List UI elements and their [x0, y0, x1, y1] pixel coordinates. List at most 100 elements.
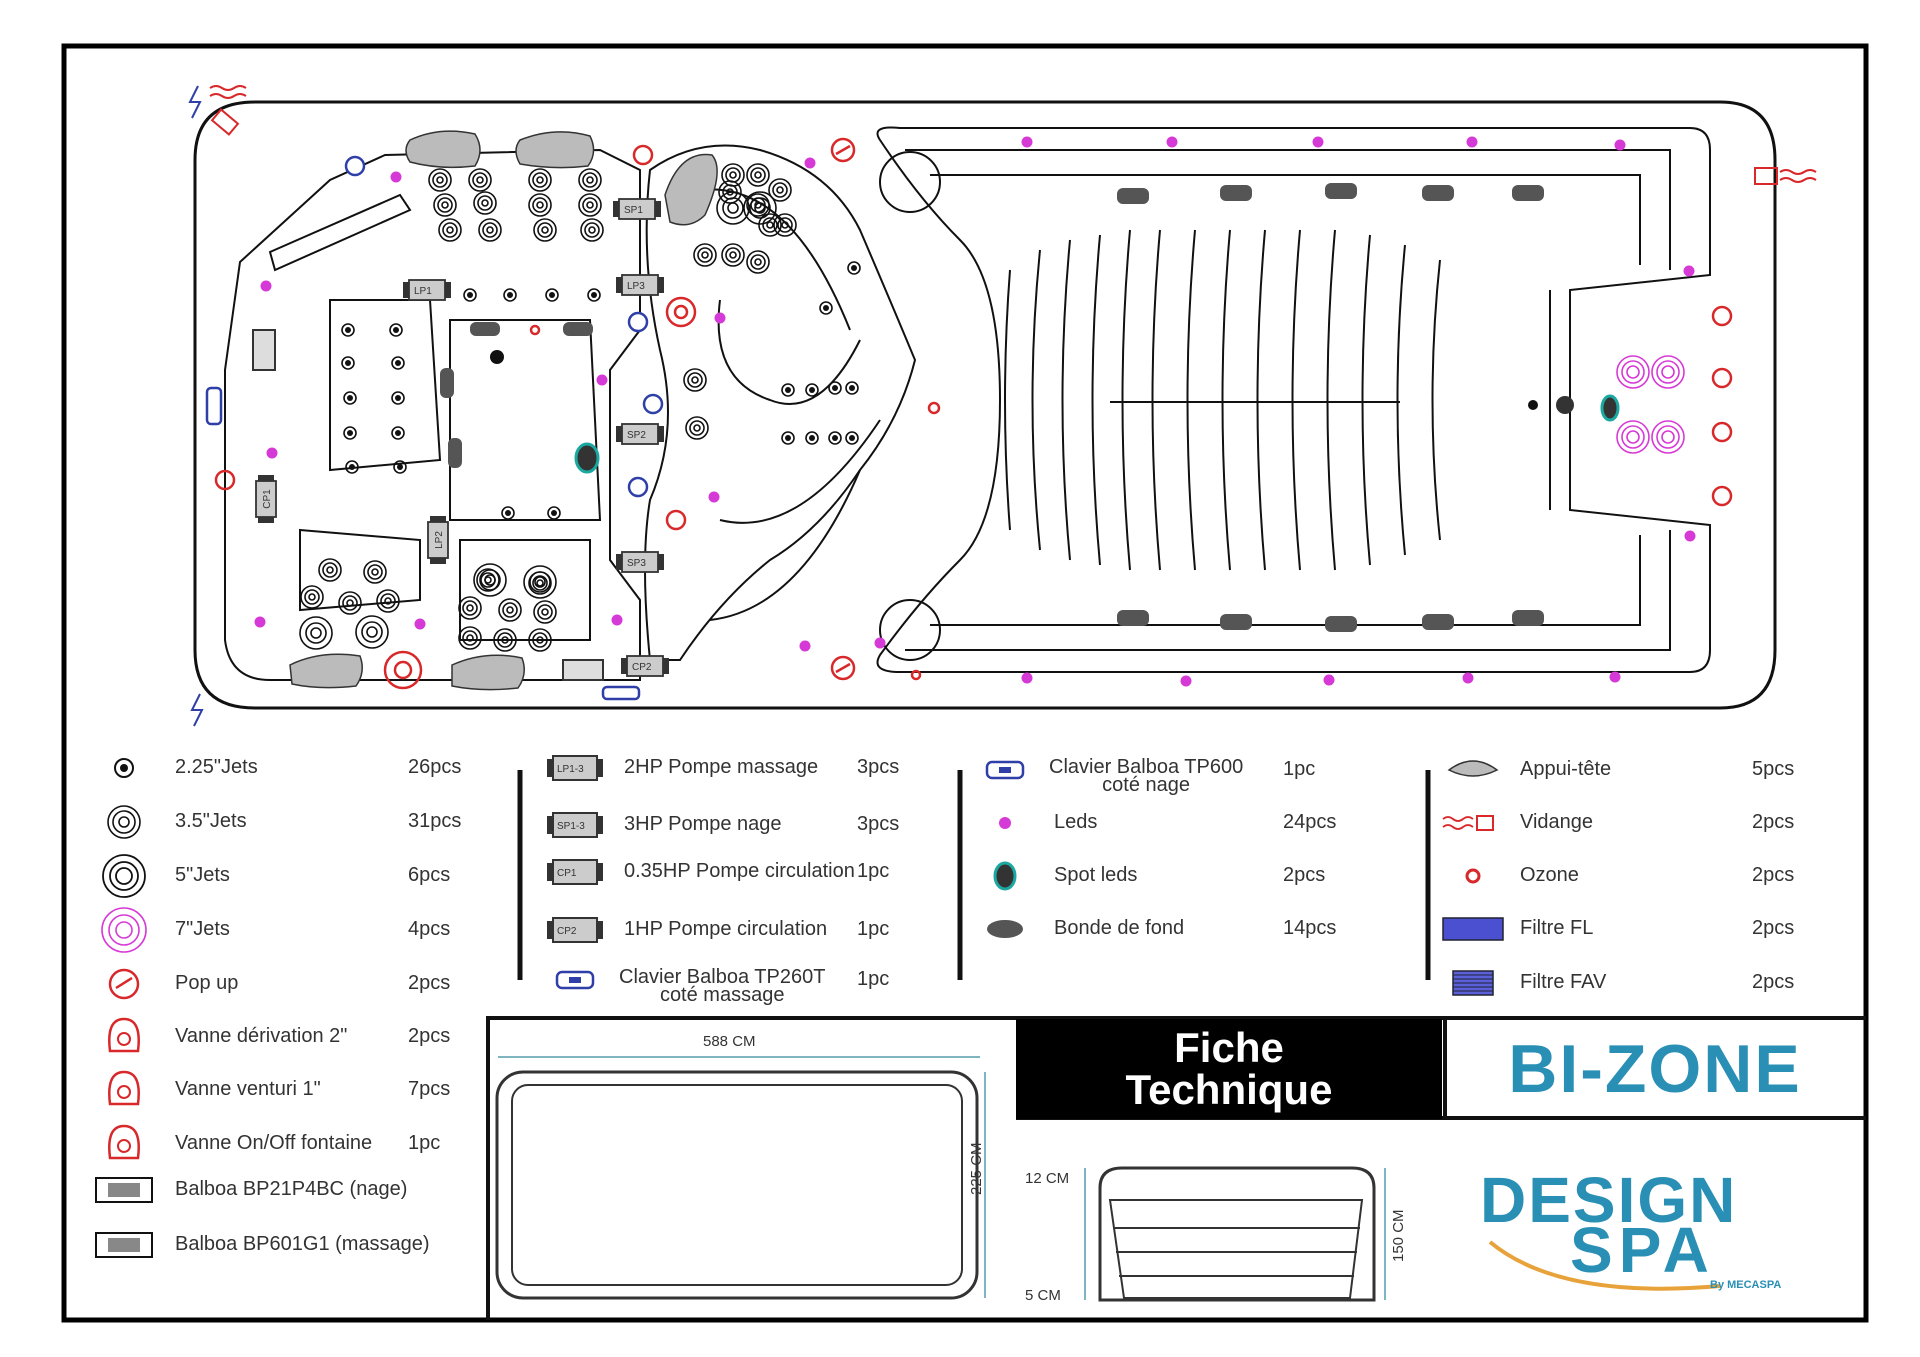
jet-xlarge-icon	[1651, 355, 1685, 389]
spot-led-icon	[1600, 394, 1620, 422]
keypads	[205, 155, 664, 701]
led-icon	[611, 614, 623, 626]
pump-sp2-icon: SP2	[616, 423, 664, 445]
dim-bottom-offset: 5 CM	[1025, 1287, 1061, 1304]
pump-sp1-icon: SP1	[613, 198, 661, 220]
ozone-icon	[529, 324, 541, 336]
legend-label-line2: coté nage	[1102, 774, 1191, 796]
floor-drain-icon	[563, 322, 593, 336]
floor-drain-icon	[1512, 610, 1544, 626]
legend-label: Balboa BP601G1 (massage)	[175, 1233, 430, 1255]
side-view	[1098, 1166, 1376, 1302]
led-icon	[1180, 675, 1192, 687]
brand-design: DESIGN	[1480, 1164, 1737, 1236]
jet-medium-icon	[533, 600, 557, 624]
jet-small-icon	[389, 323, 403, 337]
legend-label: Filtre FAV	[1520, 971, 1607, 993]
jet-large-icon	[473, 563, 507, 597]
jet-small-icon	[391, 391, 405, 405]
keypad-icon	[555, 970, 595, 990]
jet-medium-icon	[473, 191, 497, 215]
jet-small-icon	[587, 288, 601, 302]
svg-text:SP1: SP1	[624, 205, 643, 216]
svg-text:LP1: LP1	[414, 286, 432, 297]
legend-qty: 6pcs	[408, 864, 451, 886]
filter-fl-icon	[1442, 917, 1504, 941]
filter-fav-icon	[1452, 970, 1494, 996]
headrests	[289, 130, 718, 691]
legend-qty: 1pc	[1283, 758, 1316, 780]
jet-medium-icon	[528, 628, 552, 652]
jet-medium-icon	[693, 243, 717, 267]
jet-small-icon	[345, 460, 359, 474]
pump-cp2-icon: CP2	[621, 655, 669, 677]
jet-small-icon	[503, 288, 517, 302]
jet-medium-icon	[578, 168, 602, 192]
dim-height: 150 CM	[1390, 1209, 1407, 1262]
floor-outlet	[1528, 400, 1538, 410]
legend-qty: 3pcs	[857, 756, 900, 778]
jet-medium-icon	[746, 163, 770, 187]
jet-medium-icon	[768, 178, 792, 202]
drain-icon	[1442, 815, 1494, 831]
led-icon	[1021, 672, 1033, 684]
led-icon	[799, 640, 811, 652]
floor-drain-icon	[440, 368, 454, 398]
legend-qty: 26pcs	[408, 756, 462, 778]
venturi-valve-icon	[1711, 367, 1733, 389]
floor-drain-icon	[1220, 614, 1252, 630]
floor-drain-icon	[1325, 616, 1357, 632]
drain-icon	[1754, 167, 1817, 185]
svg-text:LP2: LP2	[434, 531, 445, 549]
floor-drain-icon	[1422, 185, 1454, 201]
filter-fl-icon	[252, 329, 276, 371]
legend-label: 2HP Pompe massage	[624, 756, 819, 778]
svg-text:LP3: LP3	[627, 281, 645, 292]
svg-text:CP1: CP1	[262, 489, 273, 509]
keypad-icon	[985, 760, 1025, 780]
legend-label: Appui-tête	[1520, 758, 1612, 780]
filter-fav-icon	[562, 659, 604, 681]
legend-qty: 1pc	[857, 918, 890, 940]
diverter-valve-icon	[108, 1017, 140, 1053]
popup-icon	[830, 655, 856, 681]
floor-drain-icon	[987, 920, 1023, 938]
legend-qty: 31pcs	[408, 810, 462, 832]
led-icon	[414, 618, 426, 630]
floor-outlet	[1556, 396, 1574, 414]
led-icon	[1614, 139, 1626, 151]
legend-qty: 7pcs	[408, 1078, 451, 1100]
legend-qty: 2pcs	[1752, 917, 1795, 939]
jet-small-icon	[393, 460, 407, 474]
jet-medium-icon	[338, 591, 362, 615]
jet-xlarge-icon	[1616, 355, 1650, 389]
pump-lp3-icon: LP3	[616, 274, 664, 296]
jet-medium-icon	[721, 243, 745, 267]
pump-sp-icon: SP1-3	[547, 812, 603, 838]
diverter-valve-icon	[383, 650, 423, 690]
keypad-icon	[205, 386, 223, 426]
headrest-icon	[289, 653, 363, 689]
venturi-valve-icon	[665, 509, 687, 531]
led-icon	[1312, 136, 1324, 148]
jet-medium-icon	[458, 626, 482, 650]
legend-qty: 5pcs	[1752, 758, 1795, 780]
venturi-valve-icon	[1711, 485, 1733, 507]
led-icon	[714, 312, 726, 324]
jet-small-icon	[343, 391, 357, 405]
floor-outlet	[490, 350, 504, 364]
legend-label: Bonde de fond	[1054, 917, 1185, 939]
swim-floor-lines	[1004, 229, 1441, 571]
jet-medium-icon	[300, 585, 324, 609]
jet-medium-icon	[580, 218, 604, 242]
jet-large-icon	[355, 615, 389, 649]
pump-sp3-icon: SP3	[616, 551, 664, 573]
jet-small-icon	[819, 301, 833, 315]
jet-small-icon	[805, 431, 819, 445]
legend-label-line1: Clavier Balboa TP260T	[619, 966, 826, 988]
legend-qty: 2pcs	[1283, 864, 1326, 886]
dim-width: 225 CM	[968, 1142, 985, 1195]
